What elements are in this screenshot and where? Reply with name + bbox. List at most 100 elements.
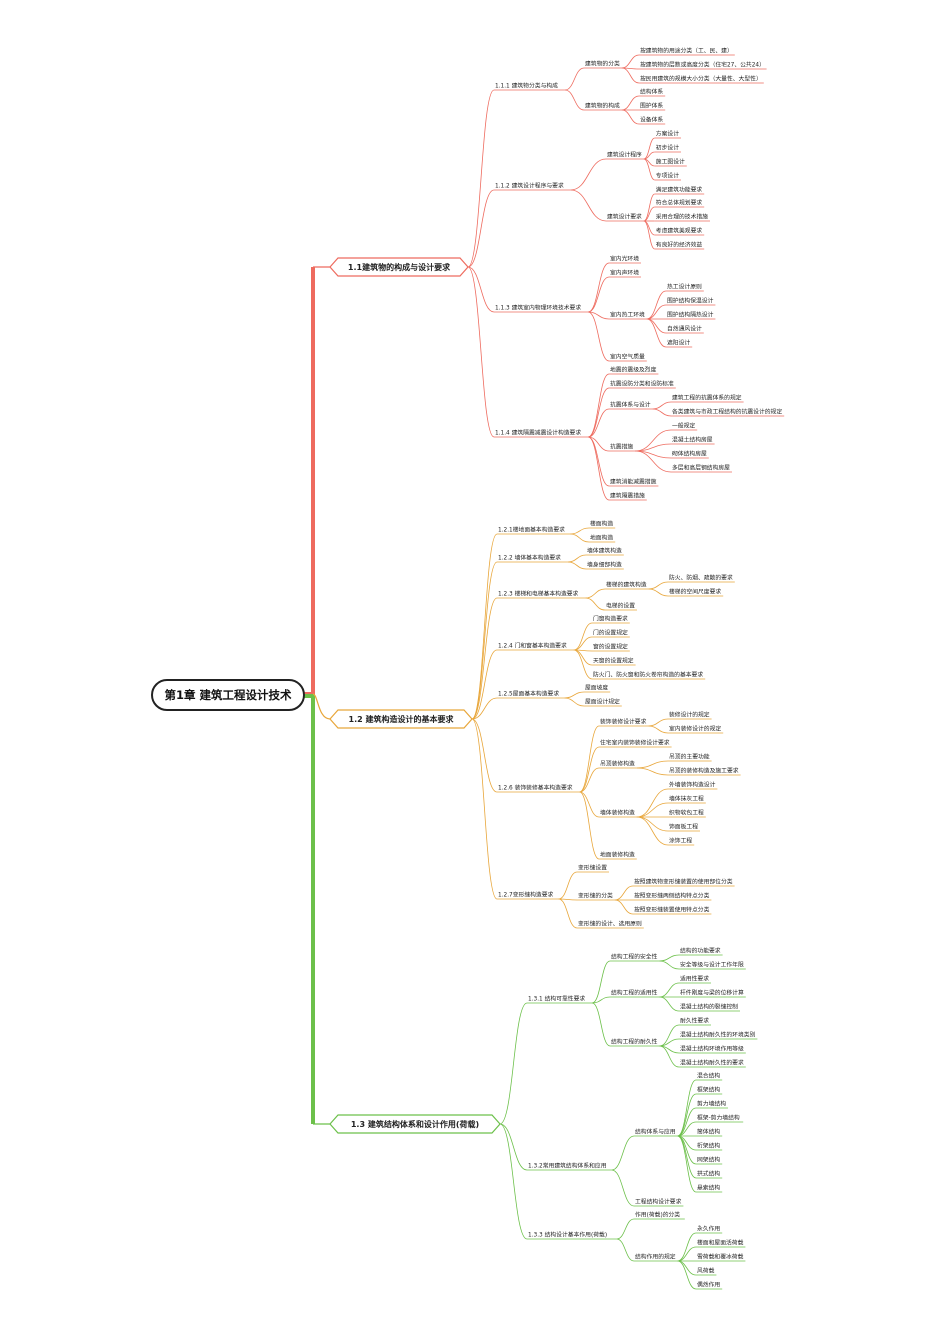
- section-label-1: 1.1建筑物的构成与设计要求: [348, 262, 451, 272]
- s3-node-2-1: 结构体系与应用: [635, 1128, 676, 1136]
- s2-node-4-4: 天窗的设置规定: [593, 657, 634, 665]
- s1-node-3-3: 室内热工环境: [610, 311, 645, 319]
- s3-node-1-1-1: 结构的功能要求: [680, 947, 721, 955]
- s1-node-4-4-4: 多层和高层钢结构房屋: [672, 464, 730, 472]
- s3-node-1-1: 结构工程的安全性: [611, 953, 658, 961]
- s1-node-4-3: 抗震体系与设计: [610, 401, 651, 409]
- s1-node-3-3-3: 围护结构隔热设计: [667, 311, 714, 319]
- s1-node-1-1-1: 按建筑物的用途分类（工、民、建）: [640, 47, 733, 55]
- s3-node-1-2-2: 杆件刚度与梁的位移计算: [680, 989, 744, 997]
- s1-node-2-2: 建筑设计要求: [607, 213, 642, 221]
- s2-node-3-1-2: 楼梯的空间尺度要求: [669, 588, 721, 596]
- s3-node-3-2-1: 永久作用: [697, 1225, 720, 1233]
- s1-node-3-1: 室内光环境: [610, 255, 639, 263]
- s3-node-1-2: 结构工程的适用性: [611, 989, 658, 997]
- s3-node-1-3-4: 混凝土结构耐久性的要求: [680, 1059, 744, 1067]
- s2-node-6-3: 吊顶装修构造: [600, 760, 635, 768]
- s1-node-1-2-2: 围护体系: [640, 102, 663, 110]
- s3-node-2-1-5: 筒体结构: [697, 1128, 720, 1136]
- root-label: 第1章 建筑工程设计技术: [164, 688, 292, 702]
- s2-node-1-2: 地面构造: [590, 534, 613, 542]
- s1-node-4-4-2: 混凝土结构房屋: [672, 436, 713, 444]
- s2-node-7-2: 变形缝的分类: [578, 892, 613, 900]
- s1-node-4-3-2: 各类建筑与市政工程结构的抗震设计的规定: [672, 408, 782, 416]
- s2-node-6-4-1: 外墙装饰构造设计: [669, 781, 716, 789]
- section-box-2: [329, 709, 473, 729]
- s1-node-4-3-1: 建筑工程的抗震体系的规定: [672, 394, 742, 402]
- s2-node-7: 1.2.7变形缝构造要求: [498, 891, 554, 899]
- s2-node-6-5: 地面装修构造: [600, 851, 635, 859]
- s2-node-6-4: 墙体装修构造: [600, 809, 635, 817]
- s1-node-3: 1.1.3 建筑室内物理环境技术要求: [495, 304, 581, 312]
- s3-node-1-2-1: 适用性要求: [680, 975, 709, 983]
- s1-node-1-2-3: 设备体系: [640, 116, 663, 124]
- s1-node-4-4-3: 砌体结构房屋: [672, 450, 707, 458]
- s2-node-2-2: 墙身细部构造: [587, 561, 622, 569]
- s1-node-3-2: 室内声环境: [610, 269, 639, 277]
- s3-node-2-2: 工程结构设计要求: [635, 1198, 682, 1206]
- s1-node-2-1-4: 专项设计: [656, 172, 679, 180]
- s2-node-7-3: 变形缝的设计、选用原则: [578, 920, 642, 928]
- s1-node-4-5: 建筑消能减震措施: [610, 478, 657, 486]
- s3-node-1-3-1: 耐久性要求: [680, 1017, 709, 1025]
- s3-node-3-2-4: 风荷载: [697, 1267, 715, 1275]
- section-box-3: [329, 1114, 501, 1134]
- s3-node-2-1-8: 拱式结构: [697, 1170, 720, 1178]
- s1-node-4-1: 地震的震级及烈度: [610, 366, 657, 374]
- s2-node-2-1: 墙体建筑构造: [587, 547, 622, 555]
- s3-node-2-1-1: 混合结构: [697, 1072, 720, 1080]
- s1-node-3-3-5: 遮阳设计: [667, 339, 690, 347]
- s3-node-2-1-4: 框架-剪力墙结构: [697, 1114, 740, 1122]
- s2-node-6-3-2: 吊顶的装修构造及施工要求: [669, 767, 739, 775]
- s2-node-3-1: 楼梯的建筑构造: [606, 581, 647, 589]
- s3-node-2-1-6: 桁架结构: [697, 1142, 720, 1150]
- s1-node-4: 1.1.4 建筑隔震减震设计构造要求: [495, 429, 581, 437]
- s1-node-3-4: 室内空气质量: [610, 353, 645, 361]
- s1-node-1-1: 建筑物的分类: [585, 60, 620, 68]
- s2-node-5-2: 屋面设计规定: [585, 698, 620, 706]
- s1-node-2-1: 建筑设计程序: [607, 151, 642, 159]
- s3-node-3-2-3: 雪荷载和覆冰荷载: [697, 1253, 744, 1261]
- s1-node-2-2-1: 满足建筑功能要求: [656, 186, 703, 194]
- section-label-2: 1.2 建筑构造设计的基本要求: [349, 714, 455, 724]
- s2-node-2: 1.2.2 墙体基本构造要求: [498, 554, 561, 562]
- s3-node-2-1-7: 网架结构: [697, 1156, 720, 1164]
- s1-node-4-6: 建筑隔震措施: [610, 492, 645, 500]
- s1-node-2-2-2: 符合总体规划要求: [656, 199, 703, 207]
- s2-node-6-4-2: 墙体抹灰工程: [669, 795, 704, 803]
- s1-node-2: 1.1.2 建筑设计程序与要求: [495, 182, 564, 190]
- s2-node-6-2: 住宅室内装饰装修设计要求: [600, 739, 670, 747]
- s1-node-2-1-1: 方案设计: [656, 130, 679, 138]
- s2-node-5-1: 屋面坡度: [585, 684, 608, 692]
- s2-node-4-2: 门的设置规定: [593, 629, 628, 637]
- s2-node-6: 1.2.6 装饰装修基本构造要求: [498, 784, 573, 792]
- s1-node-4-4-1: 一般规定: [672, 422, 695, 430]
- s2-node-7-2-2: 按照变形缝两侧结构特点分类: [634, 892, 710, 900]
- s1-node-1-1-3: 按民用建筑的规模大小分类（大量性、大型性）: [640, 75, 762, 83]
- s2-node-6-1: 装饰装修设计要求: [600, 718, 647, 726]
- s3-node-3-2: 结构作用的规定: [635, 1253, 676, 1261]
- s3-node-3-2-5: 偶然作用: [697, 1281, 720, 1289]
- s2-node-5: 1.2.5屋面基本构造要求: [498, 690, 559, 698]
- s3-node-2-1-2: 框架结构: [697, 1086, 720, 1094]
- s3-node-1: 1.3.1 结构可靠性要求: [528, 995, 585, 1003]
- root-node: 第1章 建筑工程设计技术: [151, 679, 305, 711]
- s1-node-1-2: 建筑物的构成: [585, 102, 620, 110]
- s2-node-1-1: 楼面构造: [590, 520, 613, 528]
- s2-node-7-1: 变形缝设置: [578, 864, 607, 872]
- s2-node-6-1-2: 室内装修设计的规定: [669, 725, 721, 733]
- s3-node-3-1: 作用(荷载)的分类: [635, 1211, 680, 1219]
- s2-node-6-3-1: 吊顶的主要功能: [669, 753, 710, 761]
- s2-node-3-2: 电梯的设置: [606, 602, 635, 610]
- s2-node-3: 1.2.3 楼梯和电梯基本构造要求: [498, 590, 579, 598]
- s2-node-7-2-1: 按照建筑物变形缝装置的使用部位分类: [634, 878, 733, 886]
- s1-node-2-2-3: 采用合理的技术措施: [656, 213, 708, 221]
- s2-node-4-5: 防火门、防火窗和防火卷帘构造的基本要求: [593, 671, 703, 679]
- s2-node-6-4-3: 织物软包工程: [669, 809, 704, 817]
- s3-node-1-3-3: 混凝土结构环境作用等级: [680, 1045, 744, 1053]
- s3-node-2: 1.3.2常用建筑结构体系和应用: [528, 1162, 607, 1170]
- s3-node-3: 1.3.3 结构设计基本作用(荷载): [528, 1231, 607, 1239]
- s1-node-3-3-1: 热工设计原则: [667, 283, 702, 291]
- s3-node-3-2-2: 楼面和屋面活荷载: [697, 1239, 744, 1247]
- s1-node-4-2: 抗震设防分类和设防标准: [610, 380, 674, 388]
